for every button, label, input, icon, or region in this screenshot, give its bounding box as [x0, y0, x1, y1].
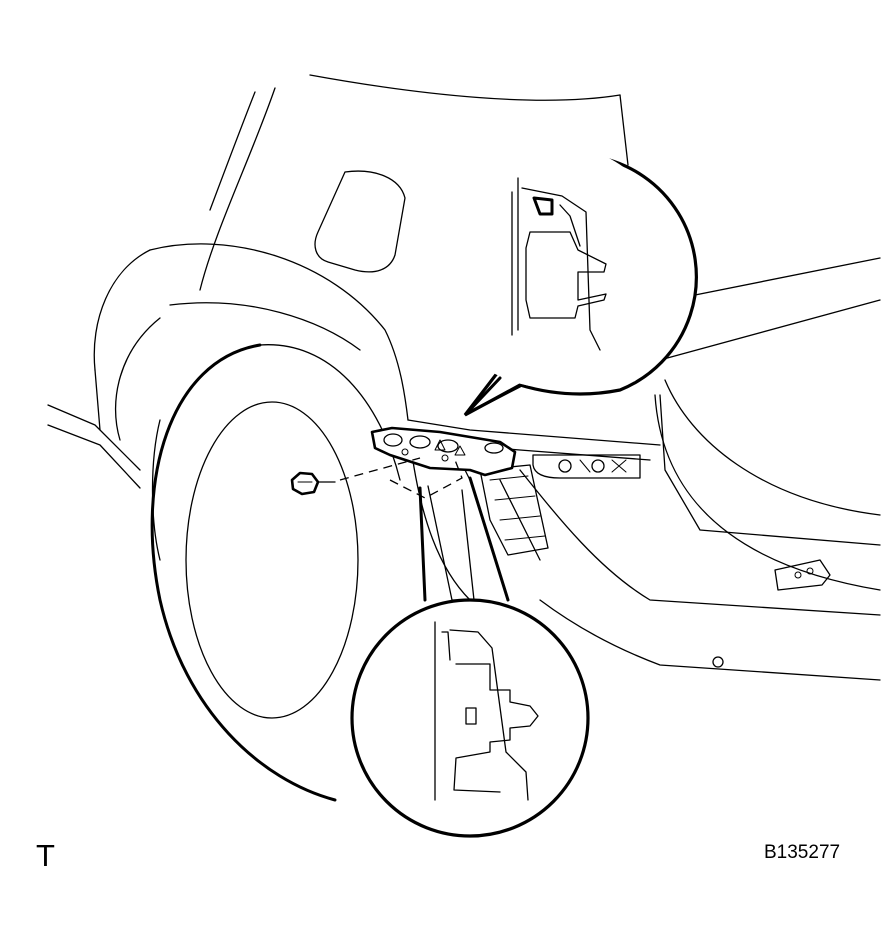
- figure-code: B135277: [764, 842, 841, 863]
- upper-detail-callout: [430, 144, 698, 417]
- retainer-dashed-outline: [389, 459, 463, 499]
- bumper-retainer-part: [370, 426, 517, 481]
- lower-detail-callout: [350, 476, 590, 838]
- screw-fastener: [290, 471, 336, 496]
- view-marker: T: [36, 838, 55, 873]
